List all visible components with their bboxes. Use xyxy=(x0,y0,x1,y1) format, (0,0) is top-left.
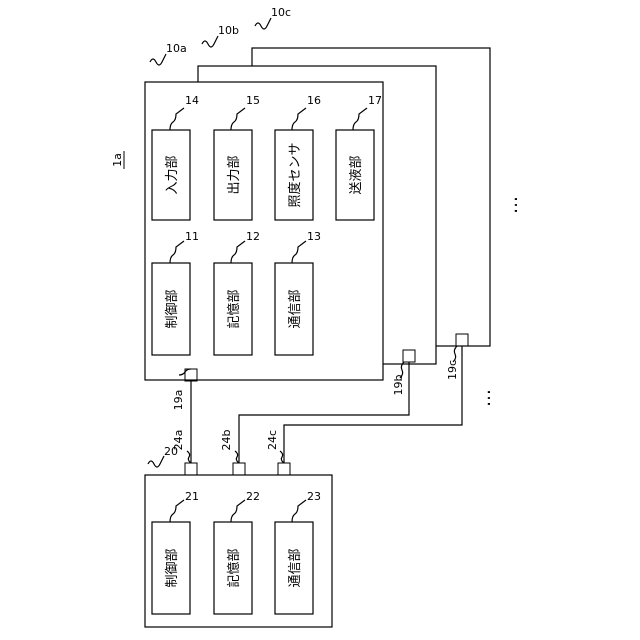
port-24c xyxy=(278,463,290,475)
unit-label: 通信部 xyxy=(288,289,303,328)
ref-19b: 19b xyxy=(392,374,405,395)
unit-label: 送液部 xyxy=(349,155,364,194)
ref-10a: 10a xyxy=(166,42,187,55)
unit-label: 制御部 xyxy=(165,289,180,328)
ref-10c: 10c xyxy=(271,6,291,19)
server-unit-communication: 通信部 xyxy=(275,522,313,614)
ref-22: 22 xyxy=(246,490,260,503)
ref-23: 23 xyxy=(307,490,321,503)
ref-24b: 24b xyxy=(220,429,233,450)
unit-storage: 記憶部 xyxy=(214,263,252,355)
port-24a xyxy=(185,463,197,475)
unit-label: 記憶部 xyxy=(226,548,242,587)
server-unit-control: 制御部 xyxy=(152,522,190,614)
unit-input: 入力部 xyxy=(152,130,190,220)
ref-17: 17 xyxy=(368,94,382,107)
server-unit-storage: 記憶部 xyxy=(214,522,252,614)
unit-label: 通信部 xyxy=(288,548,303,587)
unit-label: 制御部 xyxy=(165,548,180,587)
svg-text:1a: 1a xyxy=(111,153,124,167)
ref-19a: 19a xyxy=(172,390,185,411)
device-ref-1a: 1a xyxy=(111,151,124,169)
unit-communication: 通信部 xyxy=(275,263,313,355)
ref-14: 14 xyxy=(185,94,199,107)
unit-liquid-feed: 送液部 xyxy=(336,130,374,220)
ref-21: 21 xyxy=(185,490,199,503)
ellipsis-bottom: … xyxy=(474,389,495,407)
ref-13: 13 xyxy=(307,230,321,243)
unit-output: 出力部 xyxy=(214,130,252,220)
unit-label: 出力部 xyxy=(227,155,242,194)
ellipsis-right: … xyxy=(501,196,522,214)
unit-label: 記憶部 xyxy=(226,289,242,328)
ref-12: 12 xyxy=(246,230,260,243)
unit-illuminance-sensor: 照度センサ xyxy=(275,130,313,220)
ref-15: 15 xyxy=(246,94,260,107)
ref-16: 16 xyxy=(307,94,321,107)
ref-10b: 10b xyxy=(218,24,239,37)
ref-24c: 24c xyxy=(266,430,279,450)
unit-label: 入力部 xyxy=(165,155,180,194)
ref-24a: 24a xyxy=(172,430,185,451)
unit-control: 制御部 xyxy=(152,263,190,355)
ref-11: 11 xyxy=(185,230,199,243)
port-24b xyxy=(233,463,245,475)
unit-label: 照度センサ xyxy=(287,142,303,207)
ref-19c: 19c xyxy=(446,360,459,380)
